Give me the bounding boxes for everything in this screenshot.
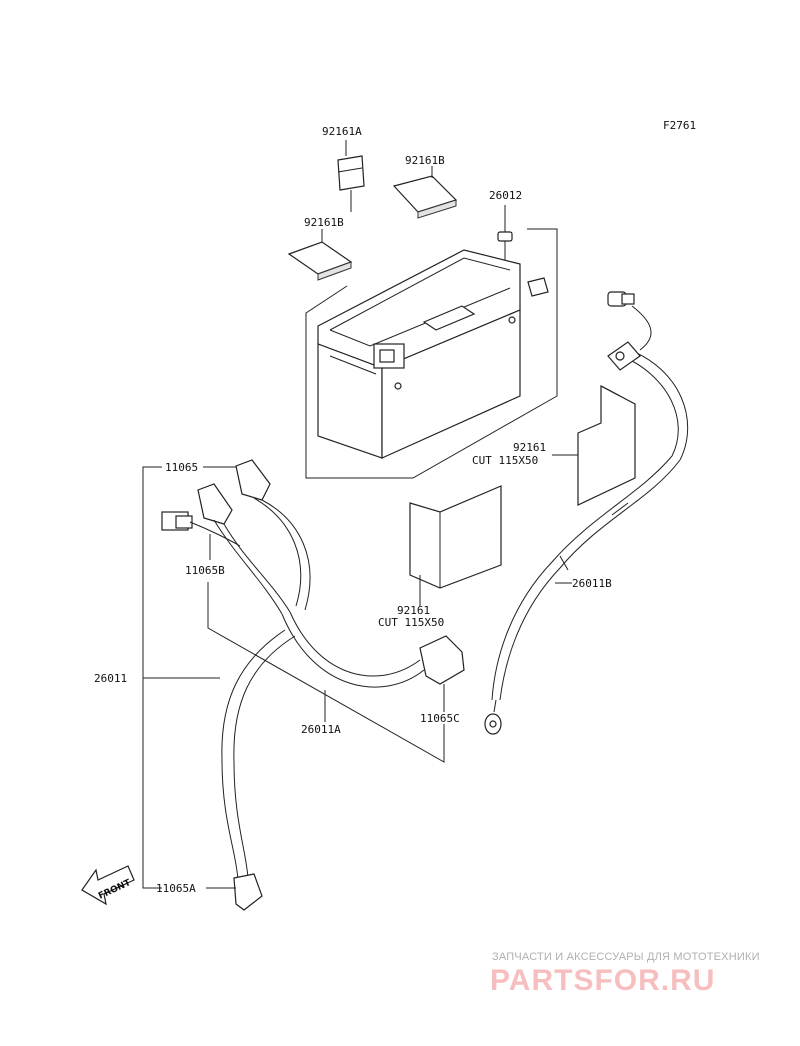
harness-26011 [161,459,465,911]
front-arrow-icon: FRONT [81,865,135,906]
label-11065A: 11065A [156,882,196,895]
label-26011: 26011 [94,672,127,685]
sheet-92161-center [409,485,502,606]
label-92161-center-code: 92161 [397,604,430,617]
label-11065C: 11065C [420,712,460,725]
watermark-logo: PARTSFOR.RU [490,964,716,997]
battery [317,249,521,459]
sheet-92161-right [577,385,636,506]
label-92161-center-size: CUT 115X50 [378,616,444,629]
label-26011B: 26011B [572,577,612,590]
label-11065B: 11065B [185,564,225,577]
label-92161-right-code: 92161 [513,441,546,454]
pad-92161A [337,140,365,212]
pad-92161B-left [287,229,353,281]
label-92161B-top: 92161B [405,154,445,167]
pad-92161B-right [392,166,458,219]
label-92161A: 92161A [322,125,362,138]
label-92161B-left: 92161B [304,216,344,229]
figure-code: F2761 [663,119,696,132]
label-11065: 11065 [165,461,198,474]
watermark-tagline: ЗАПЧАСТИ И АКСЕССУАРЫ ДЛЯ МОТОТЕХНИКИ [492,951,760,963]
label-92161-right-size: CUT 115X50 [472,454,538,467]
battery-group-bracket [305,228,558,479]
label-26011A: 26011A [301,723,341,736]
cable-26011B [484,291,689,735]
label-26012: 26012 [489,189,522,202]
